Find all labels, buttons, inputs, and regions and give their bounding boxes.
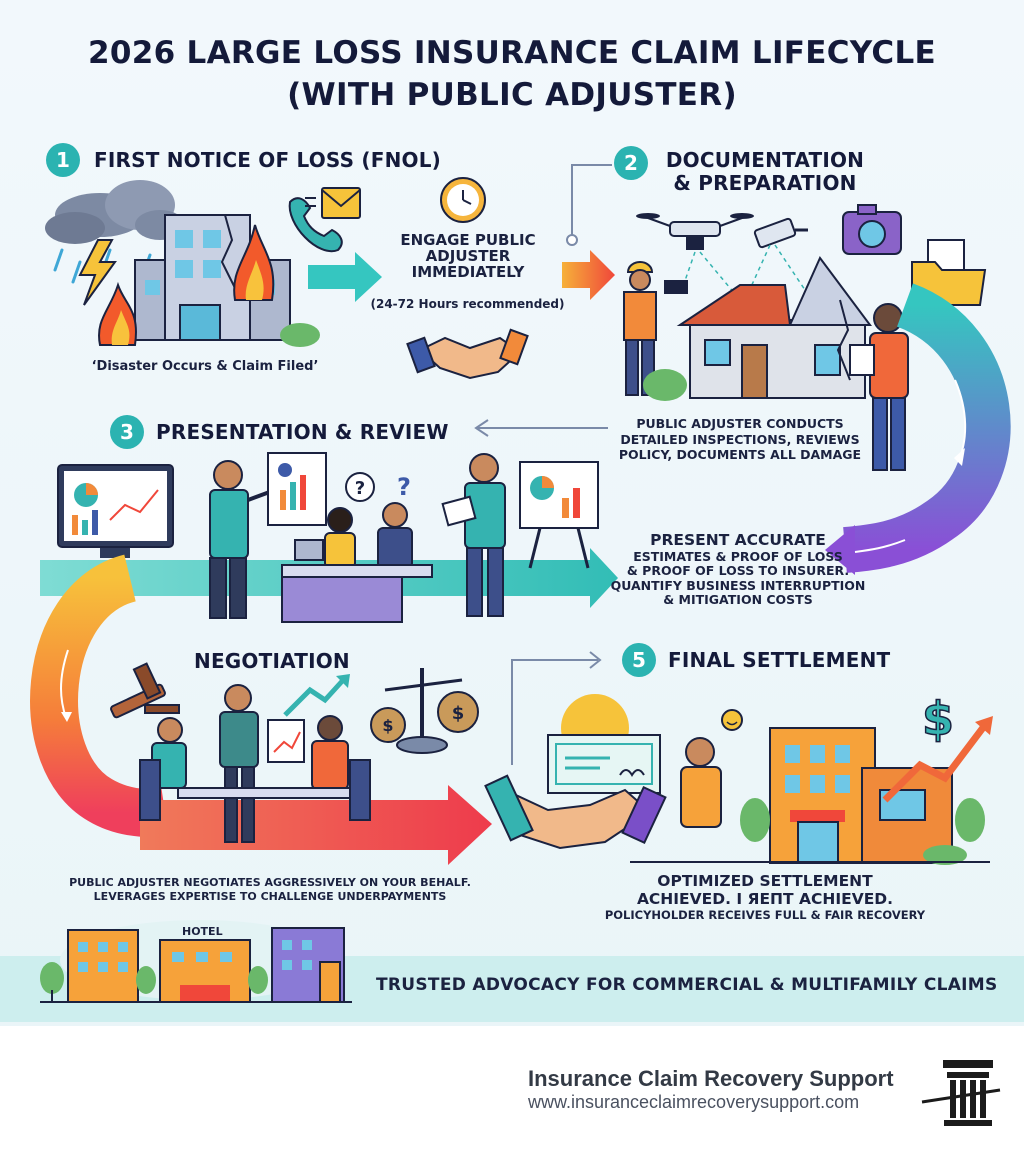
inspect-line-1: PUBLIC ADJUSTER CONDUCTS — [636, 416, 844, 431]
report-chart-icon — [267, 452, 327, 526]
svg-text:?: ? — [397, 473, 411, 501]
negotiation-group — [139, 684, 371, 843]
inspect-caption: PUBLIC ADJUSTER CONDUCTS DETAILED INSPEC… — [615, 416, 865, 463]
svg-text:$: $ — [382, 716, 393, 735]
drone-icon — [636, 213, 754, 250]
logo-pillar-icon — [921, 1060, 1001, 1126]
gavel-icon — [110, 662, 180, 719]
handshake-icon — [406, 328, 529, 380]
check-icon — [547, 734, 661, 794]
negotiate-line-2: LEVERAGES EXPERTISE TO CHALLENGE UNDERPA… — [93, 890, 447, 904]
engage-note: (24-72 Hours recommended) — [370, 297, 565, 311]
hotel-sign: HOTEL — [182, 925, 223, 938]
happy-client-figure — [680, 737, 722, 828]
present-line-2: ESTIMATES & PROOF OF LOSS — [633, 548, 843, 564]
step-4-heading: NEGOTIATION — [194, 649, 350, 673]
footer-url: www.insuranceclaimrecoverysupport.com — [528, 1092, 860, 1112]
engage-caption: ENGAGE PUBLIC ADJUSTER IMMEDIATELY — [378, 231, 558, 281]
present-line-5: & MITIGATION COSTS — [663, 591, 813, 607]
meeting-desk — [281, 502, 433, 623]
title-line-1: 2026 LARGE LOSS INSURANCE CLAIM LIFECYCL… — [87, 35, 937, 71]
svg-text:$: $ — [452, 703, 465, 724]
footer-company: Insurance Claim Recovery Support — [528, 1066, 894, 1091]
security-camera-icon — [753, 217, 808, 249]
step-2-heading-line-1: DOCUMENTATION — [665, 148, 865, 172]
monitor-chart-icon — [57, 464, 174, 558]
clipboard-figure — [849, 303, 909, 471]
step-2-badge: 2 — [614, 146, 648, 180]
present-caption: PRESENT ACCURATE ESTIMATES & PROOF OF LO… — [608, 531, 868, 607]
svg-text:?: ? — [355, 478, 365, 499]
disaster-caption: ‘Disaster Occurs & Claim Filed’ — [91, 359, 319, 374]
city-buildings — [40, 920, 352, 1003]
settle-caption: OPTIMIZED SETTLEMENT ACHIEVED. I ЯEПT AC… — [600, 872, 930, 922]
commercial-building — [769, 727, 953, 864]
inspect-line-2: DETAILED INSPECTIONS, REVIEWS — [620, 431, 860, 447]
flow-arc-right — [843, 283, 1011, 573]
clock-icon — [440, 177, 486, 223]
step-2-heading-line-2: & PREPARATION — [673, 171, 857, 195]
camera-icon — [842, 204, 902, 255]
presentation-easel-icon — [519, 461, 599, 569]
scale-money-icon: $ $ — [370, 668, 479, 754]
negotiate-caption: PUBLIC ADJUSTER NEGOTIATES AGGRESSIVELY … — [60, 876, 480, 905]
engage-line-3: IMMEDIATELY — [411, 262, 525, 281]
flow-arrow-2 — [562, 250, 615, 300]
banner-text: TRUSTED ADVOCACY FOR COMMERCIAL & MULTIF… — [376, 975, 998, 995]
step-1-badge: 1 — [46, 143, 80, 177]
step-3-heading: PRESENTATION & REVIEW — [156, 420, 449, 444]
step-5-heading: FINAL SETTLEMENT — [668, 648, 891, 672]
phone-icon — [288, 197, 343, 253]
engage-line-2: ADJUSTER — [425, 246, 511, 265]
step-2-heading: DOCUMENTATION & PREPARATION — [660, 149, 870, 195]
fire-icon — [98, 224, 275, 346]
dollar-sign-icon: $ — [922, 692, 954, 746]
title-line-2: (WITH PUBLIC ADJUSTER) — [287, 77, 737, 113]
smile-icon — [721, 709, 743, 731]
present-line-4: QUANTIFY BUSINESS INTERRUPTION — [610, 577, 866, 593]
tablet-figure — [441, 453, 506, 617]
flow-arc-left — [30, 554, 169, 838]
settle-line-1: OPTIMIZED SETTLEMENT — [657, 872, 873, 890]
flow-arrow-1 — [308, 252, 382, 302]
step-5-badge: 5 — [622, 643, 656, 677]
negotiate-line-1: PUBLIC ADJUSTER NEGOTIATES AGGRESSIVELY … — [69, 876, 471, 889]
trend-arrow-icon — [283, 676, 347, 717]
settle-line-2: ACHIEVED. I ЯEПT ACHIEVED. — [636, 889, 894, 908]
damaged-house — [676, 256, 872, 399]
settlement-handshake-icon — [484, 774, 667, 850]
presenter-figure — [209, 460, 276, 619]
step-3-badge: 3 — [110, 415, 144, 449]
envelope-icon — [305, 187, 361, 219]
inspect-line-3: POLICY, DOCUMENTS ALL DAMAGE — [618, 447, 862, 463]
lightning-icon — [78, 239, 117, 306]
question-mark-icon: ? ? — [345, 472, 411, 502]
present-line-1: PRESENT ACCURATE — [650, 531, 826, 549]
present-line-3: & PROOF OF LOSS TO INSURER. — [626, 563, 850, 579]
step-1-heading: FIRST NOTICE OF LOSS (FNOL) — [94, 148, 442, 172]
engage-line-1: ENGAGE PUBLIC — [400, 231, 536, 249]
settle-line-3: POLICYHOLDER RECEIVES FULL & FAIR RECOVE… — [604, 907, 926, 922]
